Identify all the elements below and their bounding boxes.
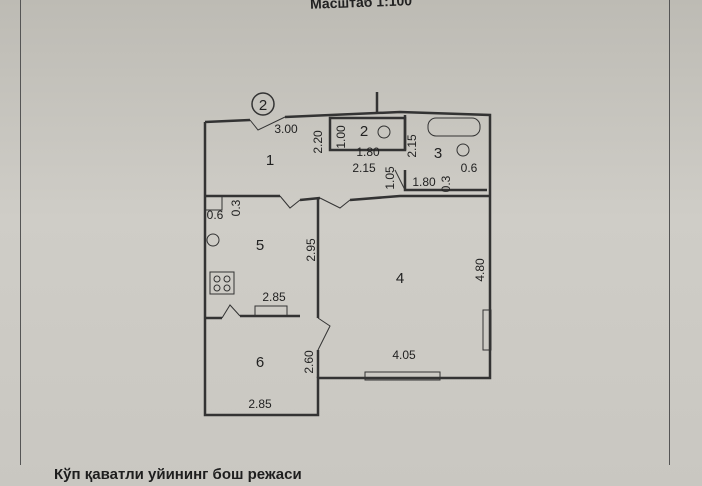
dim: 2.85 — [248, 397, 272, 411]
room-6: 6 — [256, 354, 264, 371]
dim: 1.05 — [383, 166, 397, 190]
dim: 1.80 — [412, 175, 436, 189]
room-5: 5 — [256, 237, 264, 254]
marker-label: 2 — [259, 97, 267, 114]
dim: 2.85 — [262, 290, 286, 304]
room-1: 1 — [266, 152, 274, 169]
dim: 4.05 — [392, 348, 416, 362]
dim: 1.80 — [356, 145, 380, 159]
marker: 2 — [251, 92, 275, 116]
plan-caption: Кўп қаватли уйининг бош режаси — [54, 466, 302, 483]
dimensions: 3.00 2.20 1.00 1.80 2.15 2.15 1.05 1.80 … — [207, 122, 487, 411]
dim: 2.15 — [405, 134, 419, 158]
room-labels: 1 2 3 4 5 6 — [256, 123, 442, 371]
dim: 2.95 — [304, 238, 318, 262]
dim: 0.6 — [207, 208, 224, 222]
dim: 2.20 — [311, 130, 325, 154]
doors-fixtures — [205, 116, 492, 381]
dim: 2.60 — [302, 350, 316, 374]
sheet-frame — [20, 0, 670, 465]
dim: 1.00 — [334, 125, 348, 149]
dim: 4.80 — [473, 258, 487, 282]
dim: 0.6 — [461, 161, 478, 175]
dim: 2.15 — [352, 161, 376, 175]
room-2: 2 — [360, 123, 368, 140]
dim: 0.3 — [439, 175, 453, 192]
room-3: 3 — [434, 145, 442, 162]
room-4: 4 — [396, 270, 404, 287]
dim: 0.3 — [229, 199, 243, 216]
dim: 3.00 — [274, 122, 298, 136]
